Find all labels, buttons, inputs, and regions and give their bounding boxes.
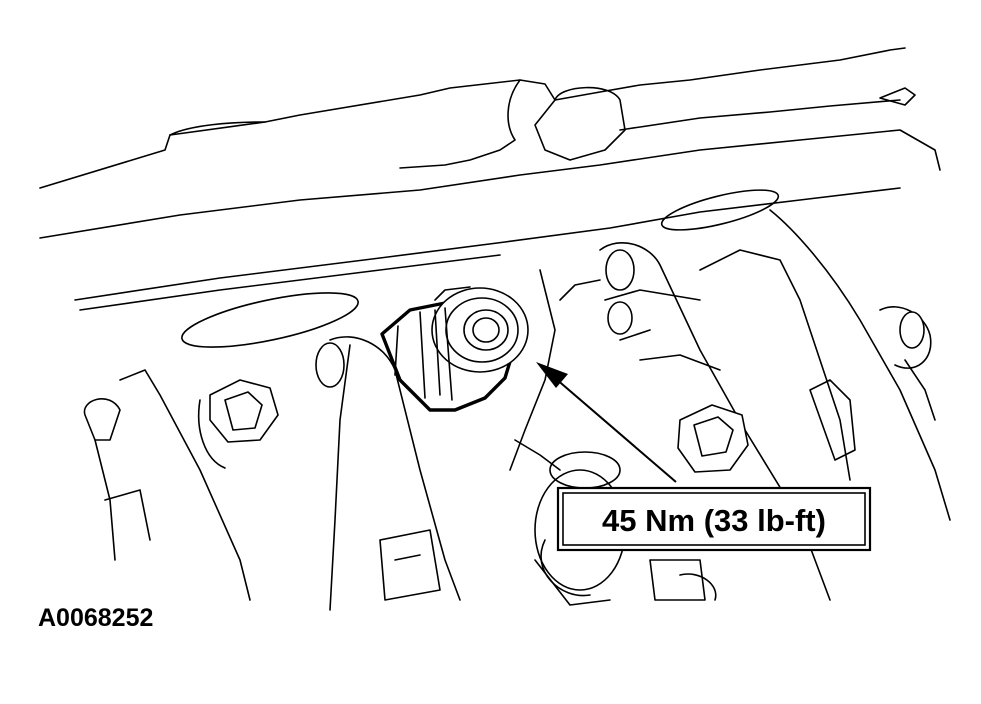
- hex-bolt-right: [677, 404, 749, 473]
- misc-detail-lines: [169, 121, 721, 471]
- lever-arms: [83, 241, 831, 611]
- cylindrical-studs: [315, 249, 925, 388]
- sensor-fitting-highlighted: [380, 286, 529, 412]
- lower-connectors: [379, 529, 717, 601]
- intake-port-ellipses: [181, 189, 780, 348]
- arrowhead-icon: [536, 362, 568, 388]
- leader-arrow: [536, 362, 677, 483]
- torque-value-label: 45 Nm (33 lb-ft): [602, 503, 826, 538]
- figure-id-label: A0068252: [38, 604, 153, 632]
- torque-callout: 45 Nm (33 lb-ft): [556, 486, 872, 552]
- hex-bolt-left: [197, 379, 279, 469]
- right-housing-outline: [699, 209, 951, 521]
- upper-manifold-outline: [39, 47, 941, 311]
